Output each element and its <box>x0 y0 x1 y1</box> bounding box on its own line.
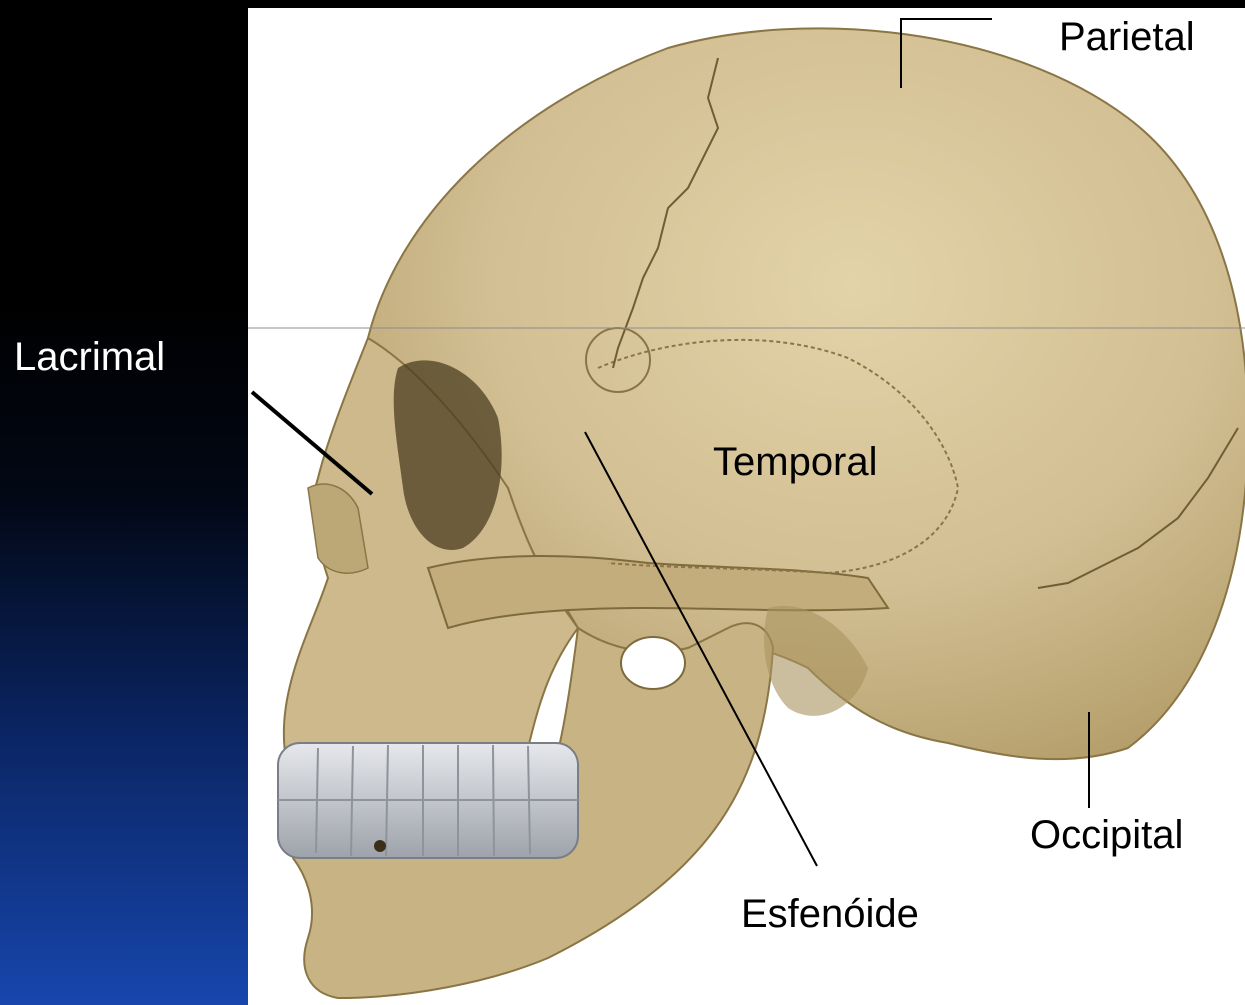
esfenoide-pointer <box>585 432 817 866</box>
label-lacrimal: Lacrimal <box>14 337 165 377</box>
label-occipital: Occipital <box>1030 815 1183 855</box>
lacrimal-pointer <box>252 392 372 494</box>
parietal-pointer <box>901 19 992 88</box>
label-temporal: Temporal <box>713 442 878 482</box>
label-esfenoide: Esfenóide <box>741 894 919 934</box>
label-parietal: Parietal <box>1059 17 1195 57</box>
